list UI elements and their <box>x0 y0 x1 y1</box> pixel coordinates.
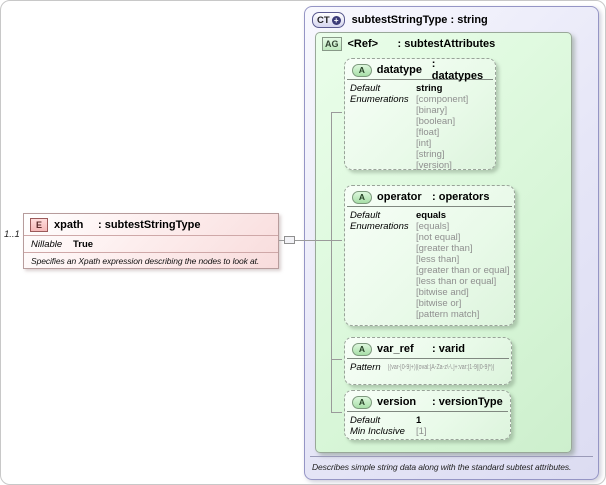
attribute-group-header: AG <Ref> : subtestAttributes <box>322 37 495 51</box>
attribute-type: : versionType <box>432 396 503 408</box>
footer-divider <box>310 456 593 457</box>
connector-tree-line <box>331 112 332 413</box>
complex-type-badge: CT + <box>312 12 345 28</box>
enumeration-value: [not equal] <box>416 232 461 243</box>
enumeration-value: [boolean] <box>416 116 456 127</box>
complex-type-title: subtestStringType : string <box>351 14 488 26</box>
attribute-name: version <box>377 396 417 408</box>
enumeration-value: [component] <box>416 94 469 105</box>
attribute-type: : varid <box>432 343 466 355</box>
enumerations-label: Enumerations <box>350 221 409 232</box>
enumeration-value: [version] <box>416 160 452 171</box>
default-value: 1 <box>416 415 422 426</box>
default-row: Default string <box>350 83 491 94</box>
enumeration-value: [bitwise and] <box>416 287 469 298</box>
attribute-badge: A <box>352 342 372 356</box>
element-description: Specifies an Xpath expression describing… <box>31 256 260 266</box>
connector-stub-datatype <box>331 112 342 113</box>
connector-square-icon <box>284 236 295 244</box>
element-badge: E <box>30 217 48 232</box>
attribute-badge: A <box>352 395 372 409</box>
default-label: Default <box>350 210 381 221</box>
default-value: string <box>416 83 443 94</box>
default-row: Default 1 <box>350 415 506 426</box>
attribute-badge: A <box>352 63 372 77</box>
complex-type-box: CT + subtestStringType : string AG <Ref>… <box>304 6 599 480</box>
default-row: Default equals <box>350 210 510 221</box>
default-label: Default <box>350 415 381 426</box>
enumeration-value: [string] <box>416 149 445 160</box>
min-inclusive-value: [1] <box>416 426 427 437</box>
attribute-name: var_ref <box>377 343 414 355</box>
enumeration-value: [float] <box>416 127 440 138</box>
pattern-label: Pattern <box>350 362 381 373</box>
attribute-operator-header: A operator : operators <box>347 186 512 207</box>
attribute-group-type: : subtestAttributes <box>397 38 496 50</box>
enumeration-list: [equals][not equal][greater than][less t… <box>416 221 509 320</box>
element-name: xpath <box>54 218 84 231</box>
attribute-group-badge: AG <box>322 37 342 51</box>
default-value: equals <box>416 210 447 221</box>
pattern-row: Pattern [(var-[0-9]+)|(oval:[A-Za-z\-\.]… <box>350 362 507 373</box>
attribute-version-header: A version : versionType <box>347 391 508 412</box>
connector-stub-varref <box>331 359 342 360</box>
enumerations-row: Enumerations [component][binary][boolean… <box>350 94 491 171</box>
element-header: E xpath : subtestStringType <box>24 214 278 236</box>
attribute-datatype-header: A datatype : datatypes <box>347 58 493 82</box>
enumerations-label: Enumerations <box>350 94 409 105</box>
min-inclusive-label: Min Inclusive <box>350 426 405 437</box>
enumeration-value: [less than] <box>416 254 460 265</box>
element-xpath-box: E xpath : subtestStringType Nillable Tru… <box>23 213 279 269</box>
pattern-value: [(var-[0-9]+)|(oval:[A-Za-z\-\.]+:var:[1… <box>388 364 495 371</box>
attribute-operator-box: A operator : operators Default equals En… <box>344 185 515 326</box>
min-inclusive-row: Min Inclusive [1] <box>350 426 506 437</box>
connector-line <box>279 240 342 241</box>
attribute-datatype-box: A datatype : datatypes Default string En… <box>344 58 496 171</box>
nillable-row: Nillable True <box>24 236 278 253</box>
attribute-var-ref-box: A var_ref : varid Pattern [(var-[0-9]+)|… <box>344 337 512 385</box>
enumerations-row: Enumerations [equals][not equal][greater… <box>350 221 510 320</box>
default-label: Default <box>350 83 381 94</box>
attribute-version-box: A version : versionType Default 1 Min In… <box>344 390 511 440</box>
nillable-label: Nillable <box>31 238 63 250</box>
complex-type-description: Describes simple string data along with … <box>312 462 572 472</box>
enumeration-value: [int] <box>416 138 432 149</box>
element-type: : subtestStringType <box>98 218 201 231</box>
enumeration-value: [equals] <box>416 221 450 232</box>
attribute-group-ref: <Ref> <box>347 38 379 50</box>
connector-stub-version <box>331 412 342 413</box>
enumeration-value: [bitwise or] <box>416 298 462 309</box>
attribute-badge: A <box>352 190 372 204</box>
enumeration-value: [pattern match] <box>416 309 480 320</box>
attribute-group-box: AG <Ref> : subtestAttributes A datatype … <box>315 32 572 453</box>
attribute-type: : datatypes <box>431 58 484 82</box>
nillable-value: True <box>73 238 94 250</box>
expand-icon[interactable]: + <box>331 15 341 25</box>
attribute-var-ref-header: A var_ref : varid <box>347 338 509 359</box>
complex-type-badge-label: CT <box>317 14 330 26</box>
enumeration-list: [component][binary][boolean][float][int]… <box>416 94 468 171</box>
complex-type-header: CT + subtestStringType : string <box>312 12 488 28</box>
attribute-name: datatype <box>376 64 422 76</box>
enumeration-value: [greater than] <box>416 243 473 254</box>
enumeration-value: [binary] <box>416 105 448 116</box>
enumeration-value: [less than or equal] <box>416 276 497 287</box>
cardinality-label: 1..1 <box>4 229 20 240</box>
attribute-type: : operators <box>432 191 490 203</box>
enumeration-value: [greater than or equal] <box>416 265 510 276</box>
attribute-name: operator <box>377 191 422 203</box>
